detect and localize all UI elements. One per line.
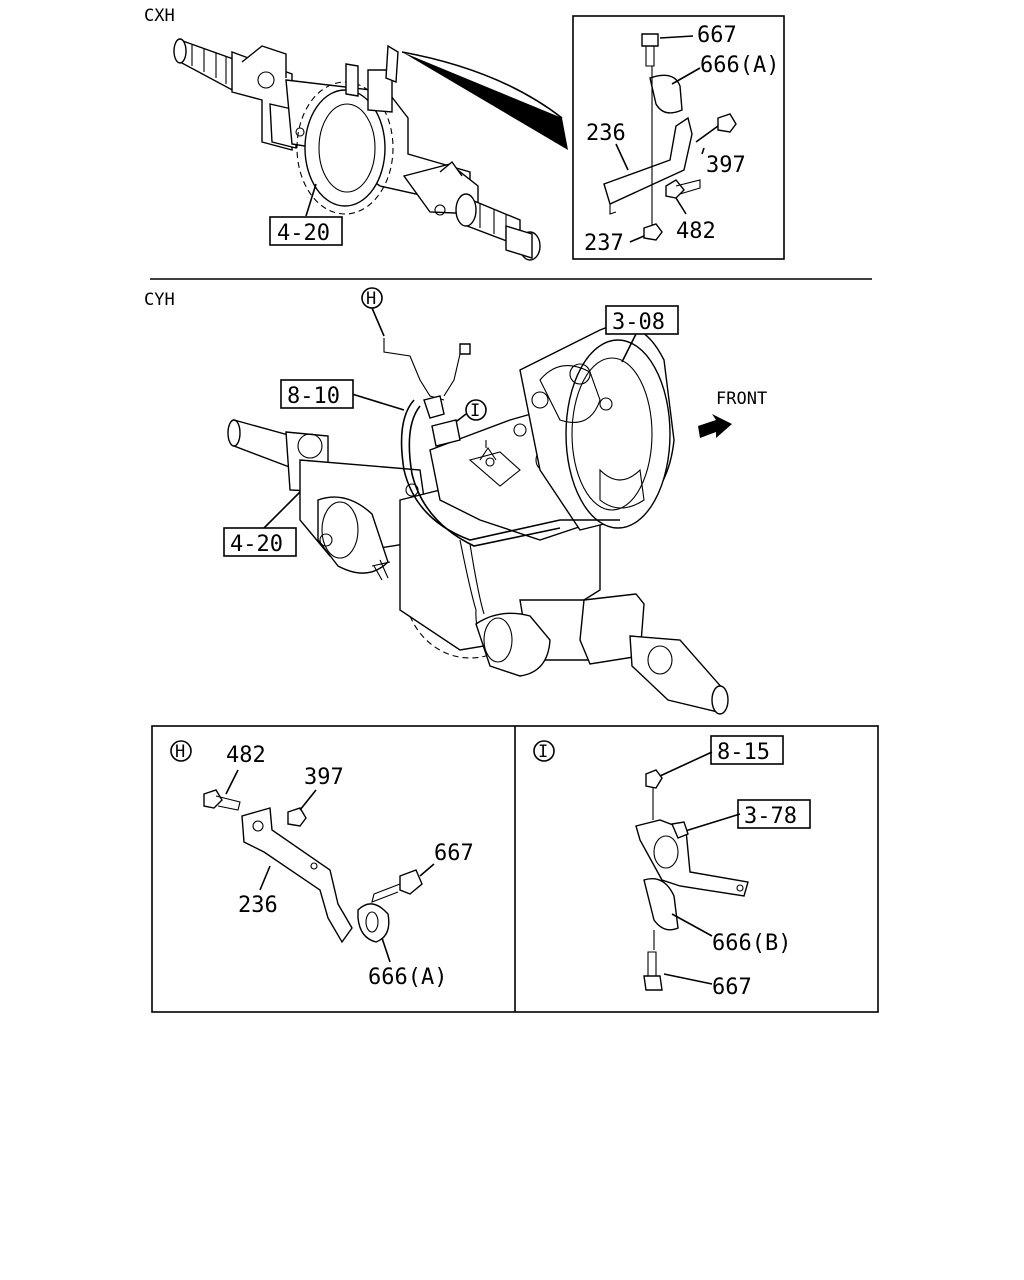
h-482-bolt (203, 789, 223, 809)
i-ref-3-78-box[interactable]: 3-78 (737, 799, 811, 829)
i-ref-8-15-label: 8-15 (717, 740, 770, 765)
cxh-axle-housing (173, 38, 568, 261)
h-label-667: 667 (434, 841, 474, 866)
cxh-667-bolt (641, 33, 659, 47)
cyh-ref-3-08-label: 3-08 (612, 310, 665, 335)
cxh-ref-4-20-label: 4-20 (277, 221, 330, 246)
cxh-label-237: 237 (584, 231, 624, 256)
callout-i[interactable]: I (465, 399, 487, 421)
h-label-397: 397 (304, 765, 344, 790)
h-667-bolt (399, 869, 423, 895)
cyh-axle-assembly (227, 324, 729, 715)
cxh-label-666a: 666(A) (700, 53, 779, 78)
panel-h-callout: H (170, 740, 192, 762)
cyh-section: CYH H I (144, 287, 767, 715)
front-direction-label: FRONT (716, 389, 767, 409)
callout-h-leader (371, 307, 385, 337)
panel-h-callout-label: H (175, 742, 185, 762)
cyh-ref-4-20-label: 4-20 (230, 532, 283, 557)
cxh-detail-box: 667 666(A) 236 397 482 237 (572, 15, 785, 260)
cxh-236-bracket (603, 116, 693, 205)
cyh-ref-4-20-box[interactable]: 4-20 (223, 527, 297, 557)
cxh-section-label: CXH (144, 6, 175, 26)
front-arrow-icon (698, 414, 732, 438)
i-666b-clip (643, 878, 679, 931)
cyh-leader-4-20 (263, 491, 301, 529)
cxh-label-482: 482 (676, 219, 716, 244)
cyh-leader-8-10 (351, 393, 405, 411)
h-666a-clip (357, 903, 390, 943)
cxh-section: CXH (144, 6, 785, 261)
i-ref-8-15-box[interactable]: 8-15 (710, 735, 784, 765)
detail-panels: H 482 397 236 667 666(A (151, 725, 879, 1013)
callout-i-label: I (470, 401, 480, 421)
cyh-ref-8-10-box[interactable]: 8-10 (280, 379, 354, 409)
h-label-666a: 666(A) (368, 965, 447, 990)
cxh-leader-4-20 (305, 183, 317, 217)
cxh-label-397: 397 (706, 153, 746, 178)
cyh-section-label: CYH (144, 290, 175, 310)
detail-panel-h: H 482 397 236 667 666(A (170, 740, 474, 990)
cyh-leader-3-08 (621, 333, 637, 363)
cxh-ref-4-20-box[interactable]: 4-20 (269, 216, 343, 246)
i-label-667: 667 (712, 975, 752, 1000)
cxh-label-667: 667 (697, 23, 737, 48)
h-236-bracket (241, 807, 353, 944)
cxh-label-236: 236 (586, 121, 626, 146)
h-397-nut (287, 807, 307, 827)
cyh-ref-8-10-label: 8-10 (287, 384, 340, 409)
panel-i-callout-label: I (538, 742, 548, 762)
i-nut (645, 769, 663, 789)
cxh-397-nut (717, 113, 737, 133)
cyh-ref-3-08-box[interactable]: 3-08 (605, 305, 679, 335)
i-ref-3-78-label: 3-78 (744, 804, 797, 829)
callout-h[interactable]: H (361, 287, 383, 309)
h-label-236: 236 (238, 893, 278, 918)
callout-h-label: H (366, 289, 376, 309)
cxh-666a-clip (649, 74, 683, 114)
i-label-666b: 666(B) (712, 931, 791, 956)
detail-panel-i: I 8-15 3-78 666(B) (533, 735, 811, 1000)
h-label-482: 482 (226, 743, 266, 768)
panel-i-callout: I (533, 740, 555, 762)
